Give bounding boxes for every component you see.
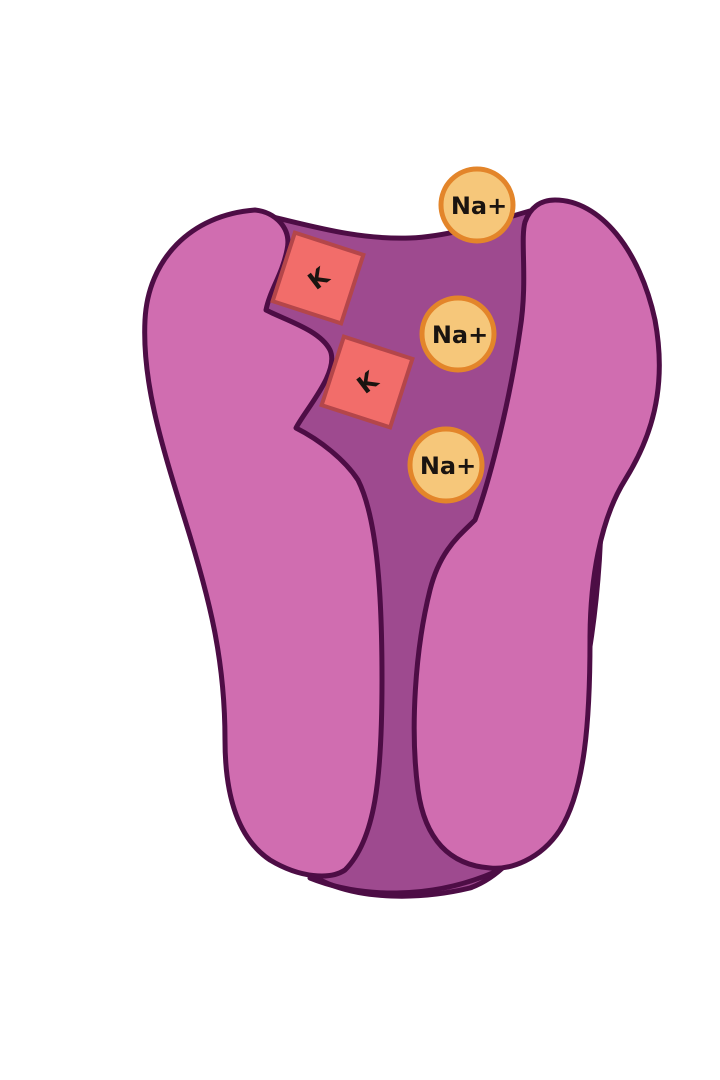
sodium-label: Na+	[451, 192, 507, 220]
pump-bottom-seam	[307, 869, 498, 896]
pump-right-lobe	[411, 197, 662, 871]
pump-left-lobe	[142, 207, 385, 879]
potassium-ion-1: K	[270, 230, 366, 326]
potassium-ion-2: K	[319, 334, 415, 430]
sodium-ion-3: Na+	[407, 426, 485, 504]
sodium-ion-2: Na+	[419, 295, 497, 373]
sodium-label: Na+	[432, 321, 488, 349]
sodium-ion-1: Na+	[438, 166, 516, 244]
sodium-label: Na+	[420, 452, 476, 480]
